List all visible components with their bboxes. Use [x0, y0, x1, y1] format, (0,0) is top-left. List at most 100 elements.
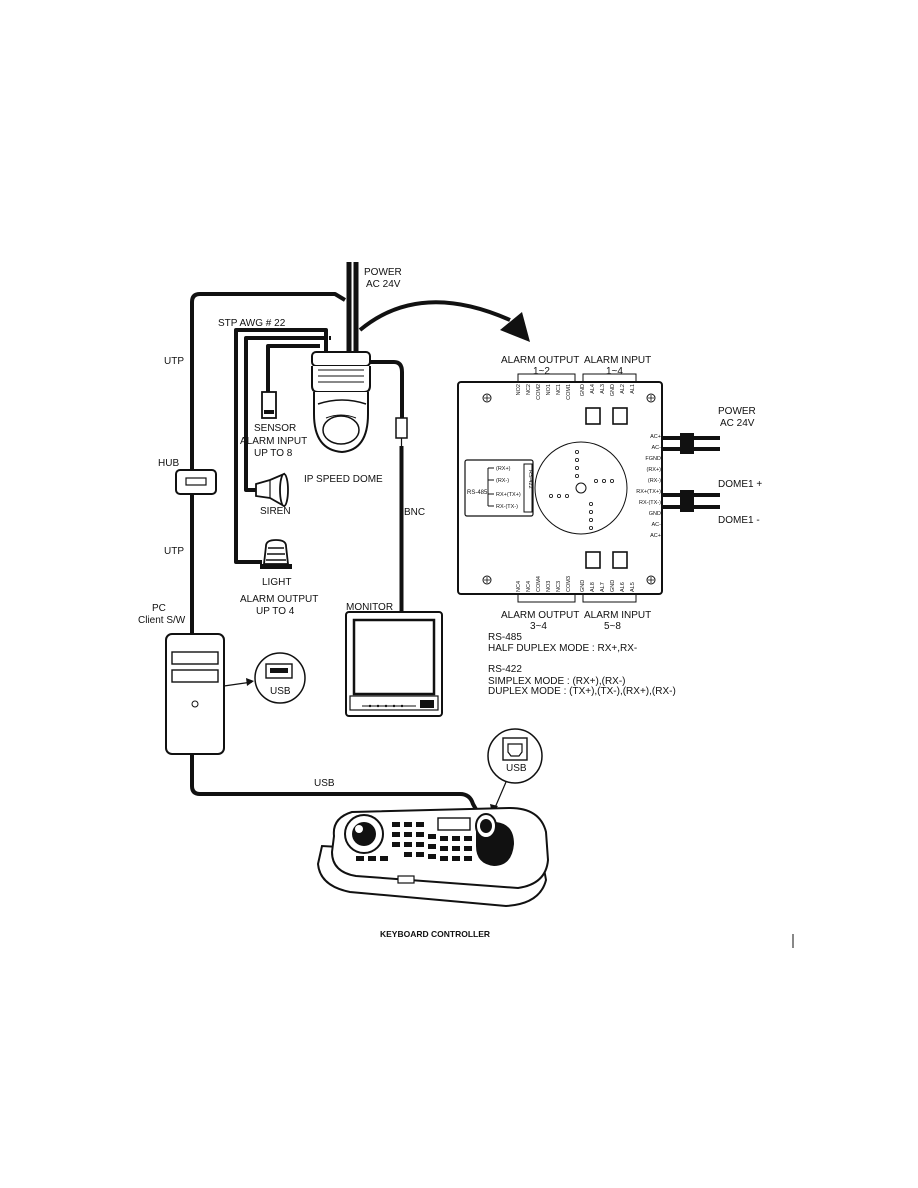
- alarm-output-bottom-line2: 3~4: [530, 621, 547, 632]
- sensor-label: SENSOR: [254, 423, 296, 434]
- sensor-device: [261, 391, 277, 419]
- usb-kb-pointer: [493, 781, 507, 811]
- right-pin-label: RX-(TX-): [639, 500, 661, 506]
- right-pin-label: AC-: [652, 522, 662, 528]
- rs422-duplex: DUPLEX MODE : (TX+),(TX-),(RX+),(RX-): [488, 686, 676, 697]
- top_pins_out-pin-label: NO2: [516, 384, 522, 395]
- usb-line-label: USB: [314, 778, 335, 789]
- light-device: [260, 539, 292, 569]
- bottom_pins_in-pin-label: AL6: [620, 582, 626, 592]
- rs422-title: RS-422: [488, 664, 522, 675]
- rs422-simplex: SIMPLEX MODE : (RX+),(RX-): [488, 676, 626, 687]
- right-pin-label: GND: [649, 511, 661, 517]
- arrow-head-icon: [500, 312, 530, 342]
- alarm-input-up8-line2: UP TO 8: [254, 448, 293, 459]
- pc-tower: [165, 633, 225, 755]
- utp-label-bottom: UTP: [164, 546, 184, 557]
- light-label: LIGHT: [262, 577, 291, 588]
- top_pins_out-pin-label: NO1: [546, 384, 552, 395]
- monitor-device: [345, 611, 443, 717]
- dome-minus-label: DOME1 -: [718, 515, 760, 526]
- top_pins_in-pin-label: GND: [610, 384, 616, 396]
- power-cable-right: [662, 433, 720, 454]
- keyboard-controller-label: KEYBOARD CONTROLLER: [380, 929, 490, 939]
- right-pin-label: AC+: [650, 434, 661, 440]
- bottom_pins_out-pin-label: NO3: [546, 581, 552, 592]
- right-pin-label: (RX-): [648, 478, 661, 484]
- usb-kb-label: USB: [506, 763, 527, 774]
- rs485-side-label: RS-485: [467, 490, 488, 496]
- dome-cable-right: [662, 490, 720, 512]
- alarm-input-top-line2: 1~4: [606, 366, 623, 377]
- right-pin-label: AC+: [650, 533, 661, 539]
- right-pin-label: AC-: [652, 445, 662, 451]
- ip-speed-dome: [311, 351, 371, 454]
- siren-device: [255, 472, 289, 508]
- top_pins_in-pin-label: GND: [580, 384, 586, 396]
- control-board: [457, 373, 663, 603]
- utp-label-top: UTP: [164, 356, 184, 367]
- rs485-mode: HALF DUPLEX MODE : RX+,RX-: [488, 643, 637, 654]
- ac24-label: AC 24V: [366, 279, 401, 290]
- keyboard-controller: [316, 806, 550, 908]
- top_pins_out-pin-label: COM1: [566, 384, 572, 400]
- bnc-label: BNC: [404, 507, 425, 518]
- bottom_pins_out-pin-label: NC4: [516, 581, 522, 592]
- rs485-title: RS-485: [488, 632, 522, 643]
- usb-cable: [190, 752, 484, 821]
- top_pins_in-pin-label: AL4: [590, 384, 596, 394]
- top_pins_in-pin-label: AL3: [600, 384, 606, 394]
- stp-label: STP AWG # 22: [218, 318, 286, 329]
- bnc-connector: [395, 417, 408, 439]
- pointer-arrow: [358, 300, 511, 332]
- right-pin-label: RX+(TX+): [636, 489, 661, 495]
- client-sw-label: Client S/W: [138, 615, 186, 626]
- stp-cable-sensor: [266, 344, 320, 392]
- dome-plus-label: DOME1 +: [718, 479, 762, 490]
- utp-cable: [190, 292, 347, 470]
- usb-pc-label: USB: [270, 686, 291, 697]
- bottom_pins_out-pin-label: NC4: [526, 581, 532, 592]
- pc-label: PC: [152, 603, 166, 614]
- right-power-label: POWER: [718, 406, 756, 417]
- bottom_pins_out-pin-label: COM4: [536, 576, 542, 592]
- power-label: POWER: [364, 267, 402, 278]
- bnc-cable: [370, 360, 404, 418]
- usb-port-pc-icon: [254, 652, 306, 704]
- alarm-input-up8-line1: ALARM INPUT: [240, 436, 307, 447]
- monitor-label: MONITOR: [346, 602, 393, 613]
- ip-speed-dome-label: IP SPEED DOME: [304, 474, 383, 485]
- alarm-output-bottom-line1: ALARM OUTPUT: [501, 610, 579, 621]
- hub-label: HUB: [158, 458, 179, 469]
- bottom_pins_out-pin-label: COM3: [566, 576, 572, 592]
- stp-cable-siren: [244, 336, 326, 492]
- rs485-pin-label: RX-(TX-): [496, 504, 518, 510]
- rs422-side-label: RS-422: [527, 470, 533, 489]
- alarm-input-bottom-line2: 5~8: [604, 621, 621, 632]
- bottom_pins_in-pin-label: AL5: [630, 582, 636, 592]
- alarm-output-up4-line2: UP TO 4: [256, 606, 295, 617]
- alarm-output-top-line2: 1~2: [533, 366, 550, 377]
- right-pin-label: FGND: [645, 456, 661, 462]
- bottom_pins_in-pin-label: AL8: [590, 582, 596, 592]
- alarm-output-top-line1: ALARM OUTPUT: [501, 355, 579, 366]
- rs485-pin-label: (RX-): [496, 478, 509, 484]
- bottom_pins_out-pin-label: NC3: [556, 581, 562, 592]
- top_pins_out-pin-label: COM2: [536, 384, 542, 400]
- bottom_pins_in-pin-label: AL7: [600, 582, 606, 592]
- rs485-pin-label: RX+(TX+): [496, 492, 521, 498]
- alarm-output-up4-line1: ALARM OUTPUT: [240, 594, 318, 605]
- alarm-input-top-line1: ALARM INPUT: [584, 355, 651, 366]
- top_pins_in-pin-label: AL1: [630, 384, 636, 394]
- top_pins_in-pin-label: AL2: [620, 384, 626, 394]
- bottom_pins_in-pin-label: GND: [580, 580, 586, 592]
- top_pins_out-pin-label: NC1: [556, 384, 562, 395]
- alarm-input-bottom-line1: ALARM INPUT: [584, 610, 651, 621]
- right-pin-label: (RX+): [646, 467, 661, 473]
- usb-port-keyboard-icon: [487, 728, 543, 784]
- top_pins_out-pin-label: NC2: [526, 384, 532, 395]
- siren-label: SIREN: [260, 506, 291, 517]
- rs485-pin-label: (RX+): [496, 466, 511, 472]
- right-ac24-label: AC 24V: [720, 418, 755, 429]
